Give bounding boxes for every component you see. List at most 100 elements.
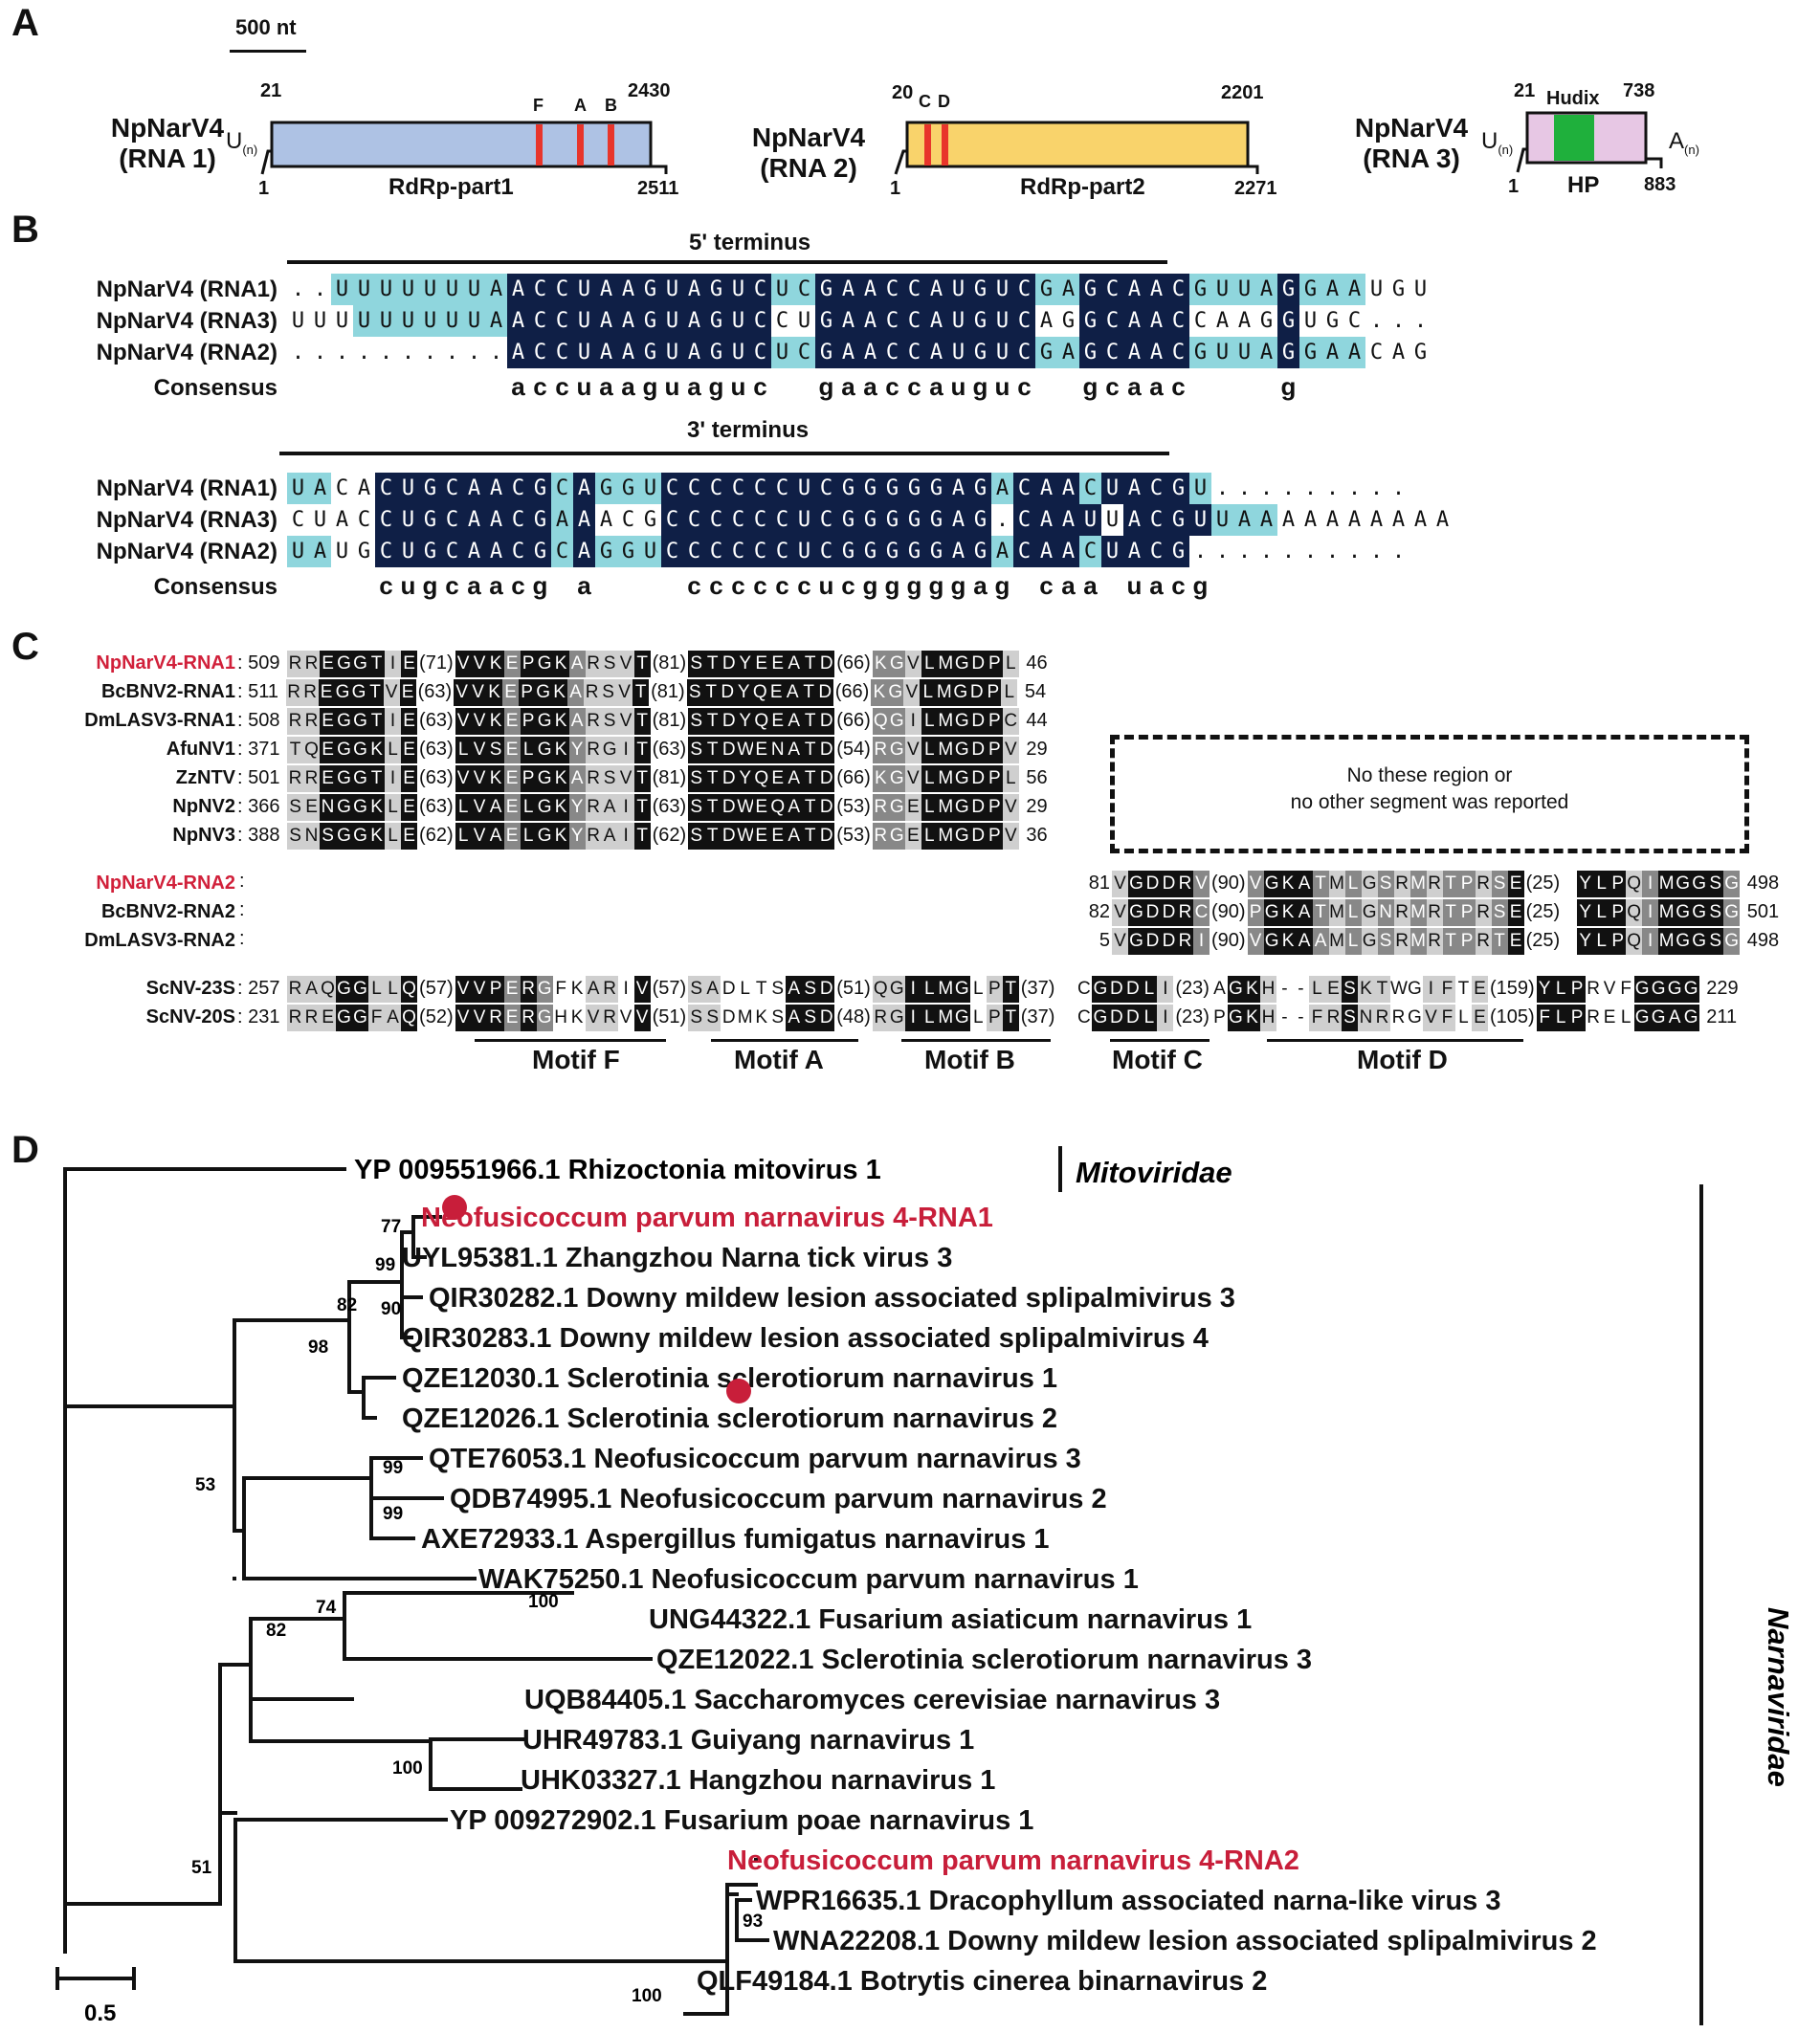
sequence-base: C bbox=[529, 274, 551, 305]
sequence-base: G bbox=[837, 473, 859, 504]
residue: G bbox=[352, 708, 369, 735]
sequence-base: C bbox=[749, 274, 771, 305]
residue: V bbox=[1112, 928, 1128, 955]
residue: A bbox=[567, 679, 585, 706]
residue: E bbox=[753, 794, 770, 821]
residue: L bbox=[455, 823, 472, 850]
sequence-base: C bbox=[1013, 536, 1035, 567]
residue: N bbox=[320, 794, 337, 821]
residue: A bbox=[585, 976, 602, 1003]
bootstrap-value: 93 bbox=[743, 1911, 763, 1932]
residue: W bbox=[737, 737, 754, 763]
residue: V bbox=[585, 1005, 602, 1031]
rna3-right: 883 bbox=[1644, 174, 1676, 195]
residue: R bbox=[1587, 1007, 1600, 1028]
rna3-start: 21 bbox=[1514, 80, 1536, 101]
consensus-base: u bbox=[576, 372, 592, 401]
sequence-base: A bbox=[1057, 274, 1079, 305]
consensus-base: c bbox=[1039, 571, 1054, 600]
residue: E bbox=[503, 976, 521, 1003]
residue: E bbox=[1471, 976, 1488, 1003]
consensus-base: c bbox=[687, 571, 701, 600]
consensus-base: g bbox=[708, 372, 724, 401]
residue: K bbox=[570, 979, 584, 999]
residue: E bbox=[303, 794, 321, 821]
sequence-base: A bbox=[463, 504, 485, 536]
sequence-base: G bbox=[969, 473, 991, 504]
sequence-base: U bbox=[1189, 473, 1211, 504]
start-position: : 231 bbox=[237, 1006, 286, 1028]
residue: T bbox=[1002, 1005, 1019, 1031]
sequence-base: U bbox=[1101, 473, 1123, 504]
residue: R bbox=[1587, 979, 1600, 999]
residue: M bbox=[1409, 899, 1427, 926]
residue: V bbox=[1002, 823, 1019, 850]
sequence-base: U bbox=[947, 274, 969, 305]
residue: G bbox=[888, 1005, 905, 1031]
residue: E bbox=[1507, 928, 1524, 955]
gap-length: (63) bbox=[419, 767, 454, 788]
residue: M bbox=[936, 679, 953, 706]
residue: E bbox=[503, 765, 521, 792]
consensus-base bbox=[375, 372, 397, 402]
sequence-base: U bbox=[335, 309, 349, 333]
residue: F bbox=[368, 1005, 386, 1031]
residue: M bbox=[737, 1007, 753, 1028]
sequence-base: A bbox=[1035, 536, 1057, 567]
residue: G bbox=[352, 651, 369, 677]
motif-d-bar bbox=[942, 124, 948, 166]
residue: Y bbox=[568, 794, 586, 821]
consensus-base: u bbox=[730, 372, 746, 401]
motif-row-name: ZzNTV bbox=[175, 767, 235, 788]
consensus-base: g bbox=[642, 372, 658, 401]
rna3-utr5-letter: U bbox=[1481, 128, 1498, 154]
gap-length: (51) bbox=[652, 1006, 687, 1028]
residue: P bbox=[986, 765, 1003, 792]
sequence-base: A bbox=[485, 504, 507, 536]
residue: S bbox=[688, 765, 705, 792]
residue: E bbox=[503, 1005, 521, 1031]
consensus-base bbox=[287, 372, 309, 402]
residue: S bbox=[287, 823, 304, 850]
residue: D bbox=[1161, 899, 1177, 926]
sequence-base: A bbox=[573, 473, 595, 504]
consensus-base bbox=[1035, 372, 1057, 402]
residue: M bbox=[937, 976, 954, 1003]
residue: G bbox=[1666, 976, 1683, 1003]
sequence-base: A bbox=[1343, 274, 1365, 305]
residue: T bbox=[1442, 928, 1459, 955]
consensus-base: c bbox=[379, 571, 393, 600]
residue: A bbox=[786, 1005, 803, 1031]
residue: I bbox=[1157, 976, 1174, 1003]
sequence-base: G bbox=[1189, 274, 1211, 305]
residue: E bbox=[753, 737, 770, 763]
residue: R bbox=[585, 651, 602, 677]
gap-length: (53) bbox=[836, 796, 871, 817]
residue: Y bbox=[737, 765, 754, 792]
consensus-base bbox=[1233, 571, 1255, 601]
sequence-base: A bbox=[947, 504, 969, 536]
residue: E bbox=[1471, 1005, 1488, 1031]
residue: A bbox=[786, 794, 803, 821]
motif-c-underline bbox=[1110, 1039, 1210, 1042]
residue: T bbox=[704, 651, 721, 677]
motif-row-name: DmLASV3-RNA1 bbox=[84, 710, 235, 731]
residue: P bbox=[1609, 871, 1627, 897]
residue: S bbox=[1377, 871, 1394, 897]
residue: K bbox=[552, 823, 569, 850]
rna2-motif-c-label: C bbox=[919, 92, 931, 111]
sequence-base: U bbox=[727, 305, 749, 337]
bootstrap-value: 82 bbox=[337, 1295, 357, 1315]
consensus-base: g bbox=[422, 571, 438, 600]
residue: G bbox=[1723, 871, 1741, 897]
residue: R bbox=[1426, 928, 1443, 955]
highlighted-leaf-label: Neofusicoccum parvum narnavirus 4-RNA2 bbox=[727, 1845, 1299, 1876]
sequence-base: A bbox=[507, 274, 529, 305]
residue: K bbox=[1357, 976, 1374, 1003]
bootstrap-value: 99 bbox=[383, 1458, 403, 1478]
